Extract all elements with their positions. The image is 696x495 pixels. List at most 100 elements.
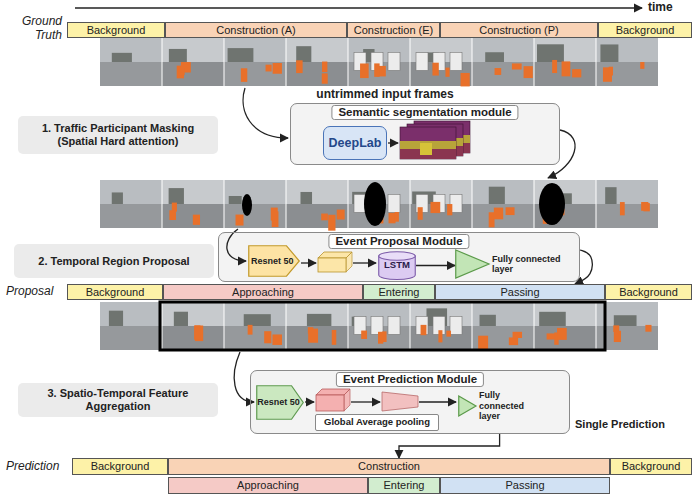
traffic-cone xyxy=(332,330,337,345)
prediction-segment: Construction xyxy=(168,458,610,475)
traffic-cone xyxy=(620,202,625,215)
row-label: Ground Truth xyxy=(2,15,62,43)
row-label: Proposal xyxy=(6,285,53,299)
participant-mask xyxy=(539,183,565,225)
cube-face xyxy=(346,252,352,272)
step-title: 2. Temporal Region Proposal xyxy=(38,255,189,268)
cube-face xyxy=(318,258,346,272)
segment-label: Background xyxy=(622,460,681,473)
step-box: 3. Spatio-Temporal Feature Aggregation xyxy=(18,383,218,417)
segment-label: Passing xyxy=(505,479,544,492)
flow-arrow xyxy=(351,401,380,402)
frame-trees xyxy=(109,311,123,326)
traffic-cone xyxy=(432,63,438,76)
proposal-segment: Approaching xyxy=(163,284,363,300)
flow-arrow xyxy=(305,401,314,402)
flow-arrow xyxy=(388,142,398,143)
frame-trees xyxy=(480,315,496,326)
proposal-segment: Background xyxy=(605,284,692,300)
traffic-cone xyxy=(395,212,399,222)
frame-trees xyxy=(228,48,254,62)
frame-barrier xyxy=(450,52,462,70)
frame-separator xyxy=(410,302,411,350)
frame-sky xyxy=(100,180,162,204)
traffic-cone xyxy=(337,210,345,220)
frame-road xyxy=(534,62,596,86)
traffic-cone xyxy=(614,331,621,342)
traffic-cone xyxy=(248,325,253,335)
traffic-cone xyxy=(640,62,644,69)
traffic-cone xyxy=(494,208,503,220)
traffic-cone xyxy=(328,215,335,231)
traffic-cone xyxy=(418,207,423,220)
trimmed-region xyxy=(160,302,605,350)
flow-arrow xyxy=(353,262,376,263)
frame-trees xyxy=(600,44,618,62)
frame-separator xyxy=(596,302,597,350)
traffic-cone xyxy=(552,60,557,73)
layer-name: Global Average pooling xyxy=(324,417,430,428)
prediction-segment: Entering xyxy=(368,477,440,494)
traffic-cone xyxy=(374,63,379,76)
flow-arrow xyxy=(234,352,254,402)
segment-label: Construction (A) xyxy=(216,24,295,37)
module-ground xyxy=(218,232,580,282)
segment-label: Entering xyxy=(379,286,420,299)
frame-road xyxy=(100,204,162,228)
connector-arrow xyxy=(399,434,500,458)
segment-label: Background xyxy=(87,24,146,37)
axis-label: time xyxy=(648,1,673,15)
proposal-segment: Entering xyxy=(363,284,435,300)
segment-label: Entering xyxy=(384,479,425,492)
frame-trees xyxy=(174,312,188,326)
traffic-cone xyxy=(264,331,271,343)
frame-sky xyxy=(534,38,596,62)
network-name: Resnet 50 xyxy=(257,397,309,407)
network-name: LSTM xyxy=(384,260,410,271)
frame-separator xyxy=(534,38,535,86)
traffic-cone xyxy=(461,73,470,86)
flow-arrow xyxy=(301,262,316,263)
backbone-block: Resnet 50 xyxy=(248,245,306,277)
traffic-cone xyxy=(389,213,396,223)
segment-label: Background xyxy=(616,24,675,37)
frame-road xyxy=(224,326,286,350)
frame-road xyxy=(472,326,534,350)
frame-separator xyxy=(348,302,349,350)
flow-arrow xyxy=(548,130,575,178)
frame-trees xyxy=(485,52,504,62)
traffic-cone xyxy=(361,331,367,339)
timeline-segment: Background xyxy=(67,22,165,38)
participant-mask xyxy=(242,194,252,216)
frame-sky xyxy=(100,302,162,326)
frame-road xyxy=(286,204,348,228)
module-box: Semantic segmentation moduleDeepLab xyxy=(290,103,560,165)
traffic-cone xyxy=(547,333,555,339)
segment-label: Passing xyxy=(500,286,539,299)
traffic-cone xyxy=(609,67,613,76)
traffic-cone xyxy=(177,66,184,79)
frame-trees xyxy=(296,46,311,62)
frame-sky xyxy=(596,38,658,62)
traffic-cone xyxy=(194,325,200,339)
frame-trees xyxy=(229,196,242,204)
frame-separator xyxy=(286,180,287,228)
frame-road xyxy=(534,326,596,350)
frame-sky xyxy=(224,38,286,62)
frame-sky xyxy=(472,180,534,204)
flow-arrow xyxy=(227,229,246,261)
segmentation-frame xyxy=(400,127,456,159)
frame-sky xyxy=(472,38,534,62)
backbone-block: Resnet 50 xyxy=(256,385,310,420)
frame-sky xyxy=(596,180,658,204)
frame-trees xyxy=(169,49,187,62)
pooling-box: Global Average pooling xyxy=(315,414,439,431)
frame-separator xyxy=(596,38,597,86)
frame-separator xyxy=(410,180,411,228)
frame-road xyxy=(162,204,224,228)
prediction-segment: Approaching xyxy=(168,477,368,494)
segment-label: Background xyxy=(91,460,150,473)
traffic-cone xyxy=(241,68,247,82)
frame-separator xyxy=(348,38,349,86)
frame-road xyxy=(472,204,534,228)
